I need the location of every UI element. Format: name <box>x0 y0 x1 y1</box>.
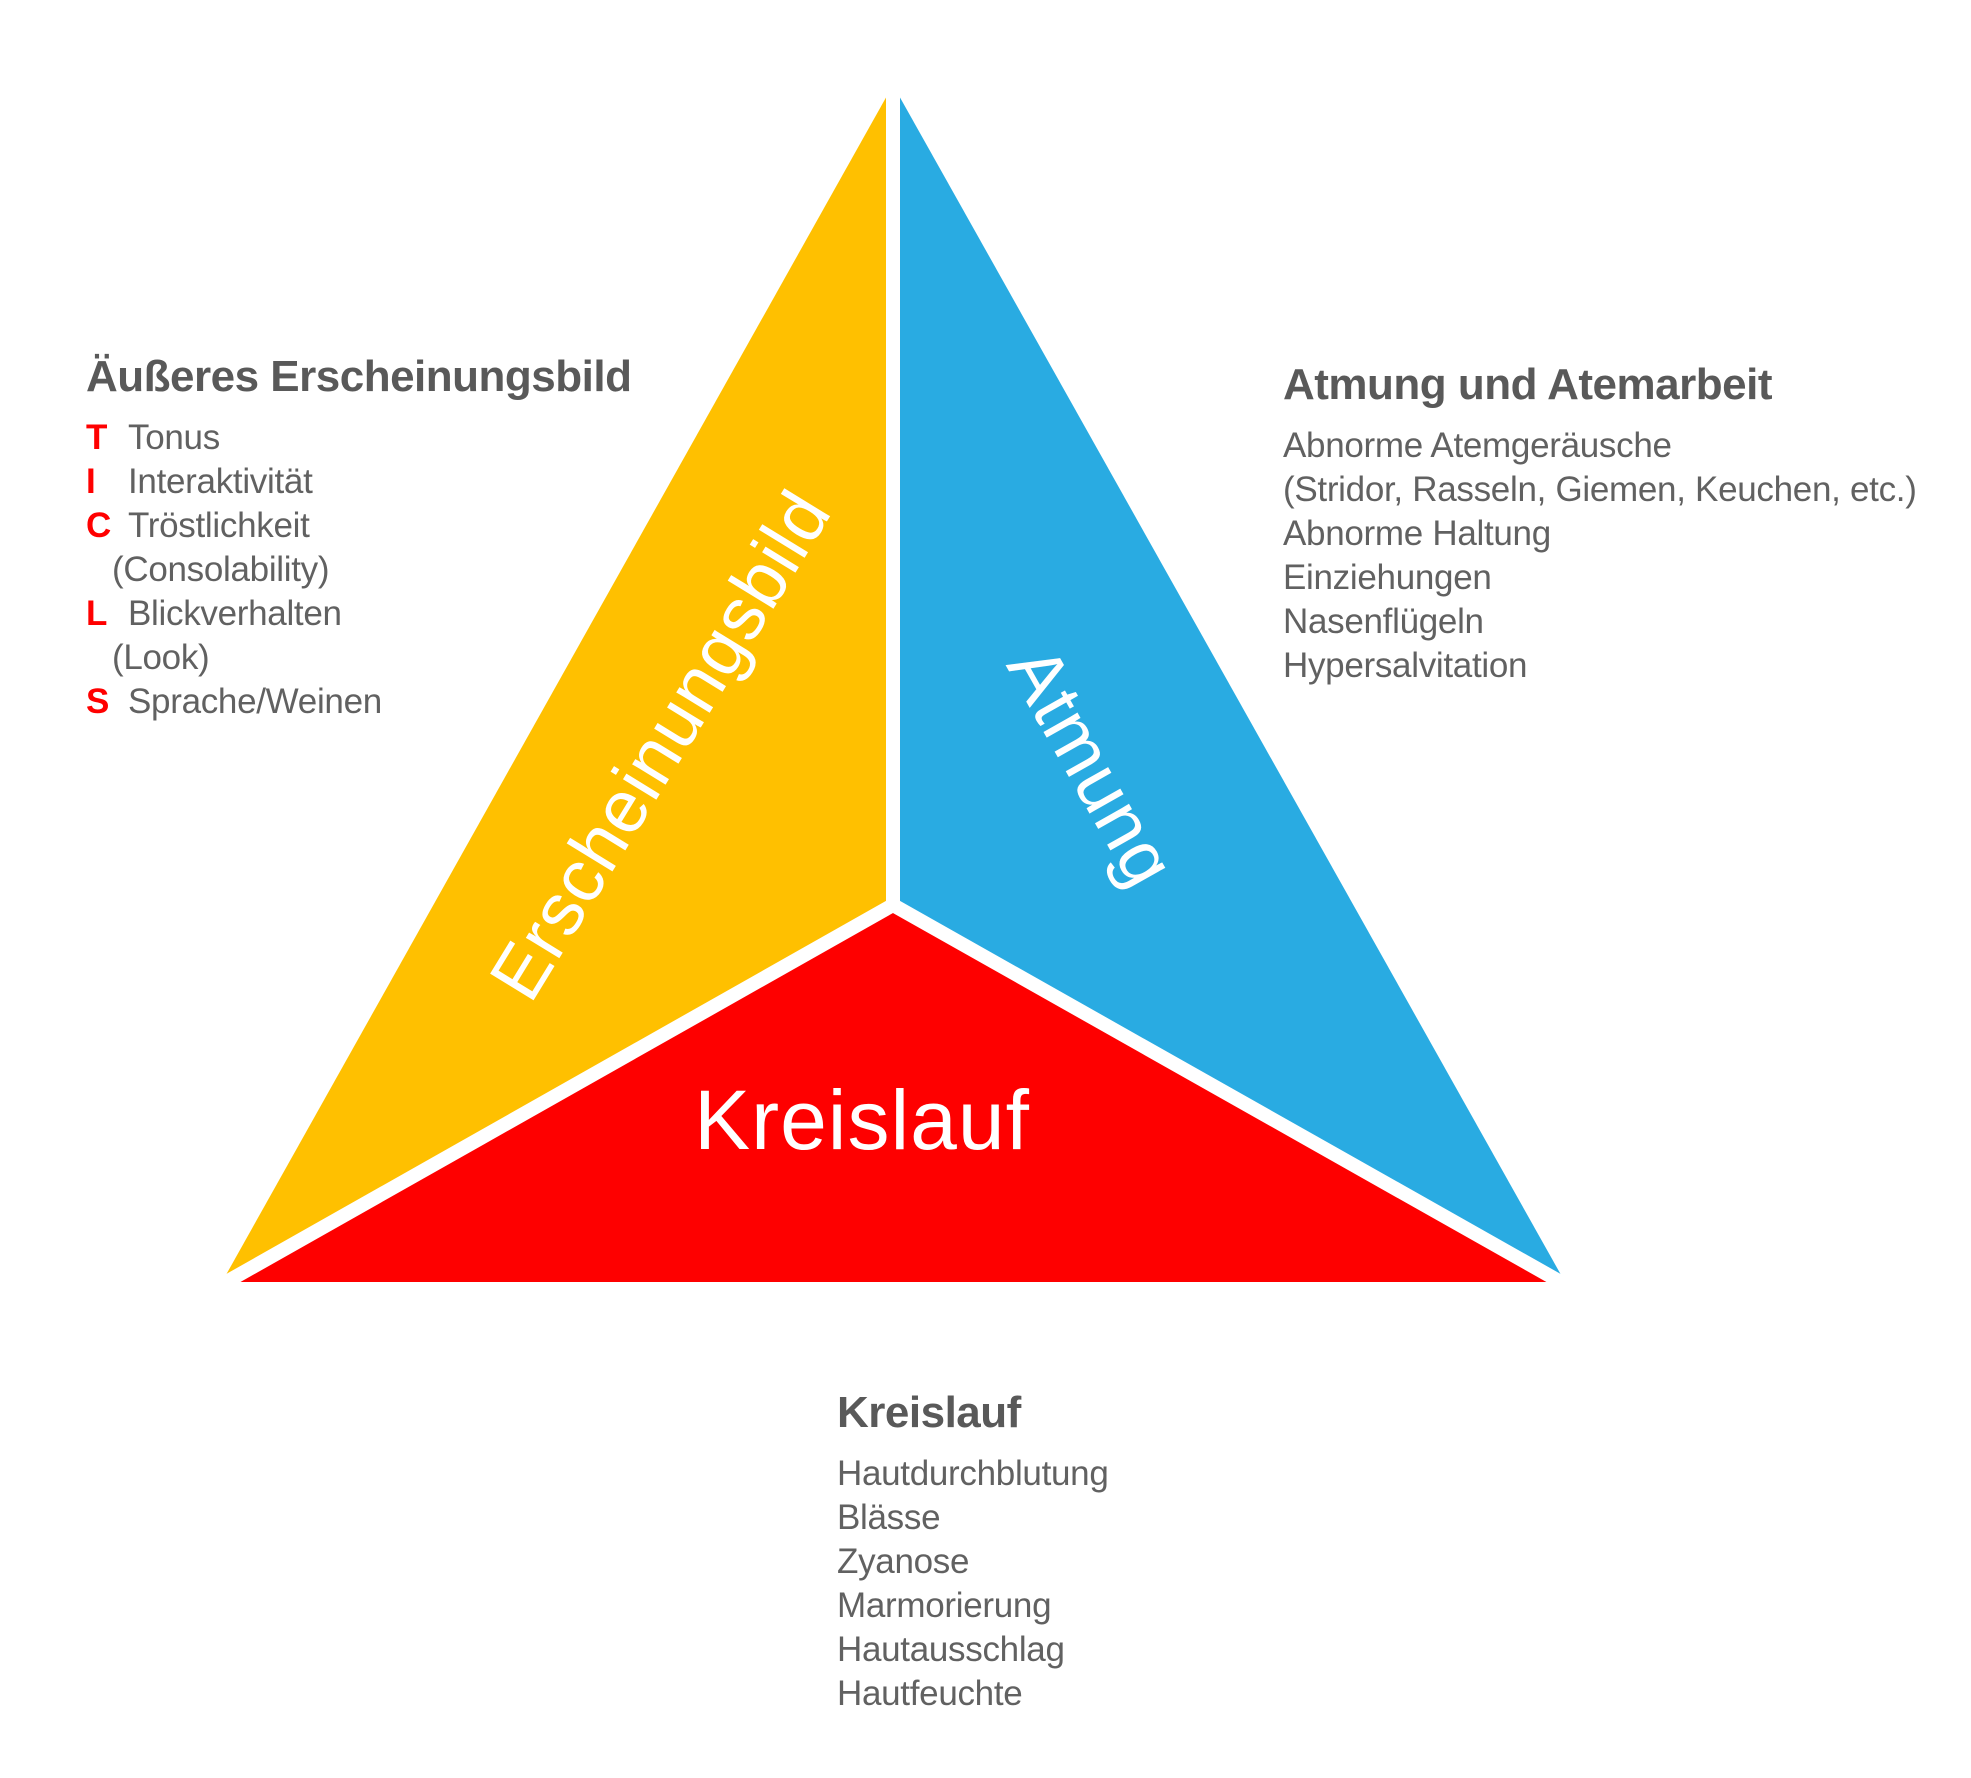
list-item: Hypersalvitation <box>1283 644 1917 688</box>
list-item-label: Hypersalvitation <box>1283 646 1528 685</box>
list-item-label: Hautausschlag <box>837 1630 1065 1669</box>
appearance-section <box>222 85 893 1282</box>
list-item: Abnorme Atemgeräusche <box>1283 424 1917 468</box>
circulation-section-label: Kreislauf <box>694 1073 1030 1167</box>
list-item: L Blickverhalten <box>86 592 631 636</box>
mnemonic-letter: S <box>86 682 110 721</box>
list-item-label: (Look) <box>112 638 210 677</box>
list-item-label: Zyanose <box>837 1542 970 1581</box>
list-item: S Sprache/Weinen <box>86 680 631 724</box>
circulation-info-block: Kreislauf Hautdurchblutung Blässe Zyanos… <box>837 1388 1109 1716</box>
list-item-label: (Consolability) <box>112 550 330 589</box>
circulation-section <box>222 905 1565 1282</box>
list-item: T Tonus <box>86 416 631 460</box>
mnemonic-letter: I <box>86 462 96 501</box>
list-item-label: Tröstlichkeit <box>128 506 310 545</box>
list-item-label: Nasenflügeln <box>1283 602 1484 641</box>
list-item-label: Hautdurchblutung <box>837 1454 1109 1493</box>
list-item-label: Abnorme Haltung <box>1283 514 1551 553</box>
list-item: I Interaktivität <box>86 460 631 504</box>
list-item: Blässe <box>837 1496 1109 1540</box>
divider-bottom-left <box>194 898 897 1305</box>
list-item-label: Hautfeuchte <box>837 1674 1023 1713</box>
mnemonic-letter: L <box>86 594 108 633</box>
list-item-label: Interaktivität <box>128 462 313 501</box>
list-item: Zyanose <box>837 1540 1109 1584</box>
list-item: (Stridor, Rasseln, Giemen, Keuchen, etc.… <box>1283 468 1917 512</box>
list-item-label: Marmorierung <box>837 1586 1052 1625</box>
list-item: Hautdurchblutung <box>837 1452 1109 1496</box>
list-item: Einziehungen <box>1283 556 1917 600</box>
list-item: (Look) <box>86 636 631 680</box>
list-item-label: Blässe <box>837 1498 941 1537</box>
breathing-info-block: Atmung und Atemarbeit Abnorme Atemgeräus… <box>1283 360 1917 688</box>
breathing-section <box>893 85 1565 1282</box>
divider-bottom-right <box>889 898 1593 1305</box>
list-item-label: (Stridor, Rasseln, Giemen, Keuchen, etc.… <box>1283 470 1917 509</box>
list-item-label: Blickverhalten <box>128 594 342 633</box>
list-item-label: Einziehungen <box>1283 558 1492 597</box>
mnemonic-letter: T <box>86 418 108 457</box>
list-item: C Tröstlichkeit <box>86 504 631 548</box>
breathing-info-title: Atmung und Atemarbeit <box>1283 360 1772 409</box>
list-item: Hautfeuchte <box>837 1672 1109 1716</box>
list-item: Abnorme Haltung <box>1283 512 1917 556</box>
list-item: Marmorierung <box>837 1584 1109 1628</box>
mnemonic-letter: C <box>86 506 111 545</box>
list-item: (Consolability) <box>86 548 631 592</box>
list-item: Hautausschlag <box>837 1628 1109 1672</box>
list-item-label: Sprache/Weinen <box>128 682 382 721</box>
list-item: Nasenflügeln <box>1283 600 1917 644</box>
circulation-info-title: Kreislauf <box>837 1388 1021 1437</box>
appearance-info-block: Äußeres Erscheinungsbild T Tonus I Inter… <box>86 352 632 724</box>
appearance-info-title: Äußeres Erscheinungsbild <box>86 352 632 401</box>
list-item-label: Abnorme Atemgeräusche <box>1283 426 1672 465</box>
list-item-label: Tonus <box>128 418 220 457</box>
